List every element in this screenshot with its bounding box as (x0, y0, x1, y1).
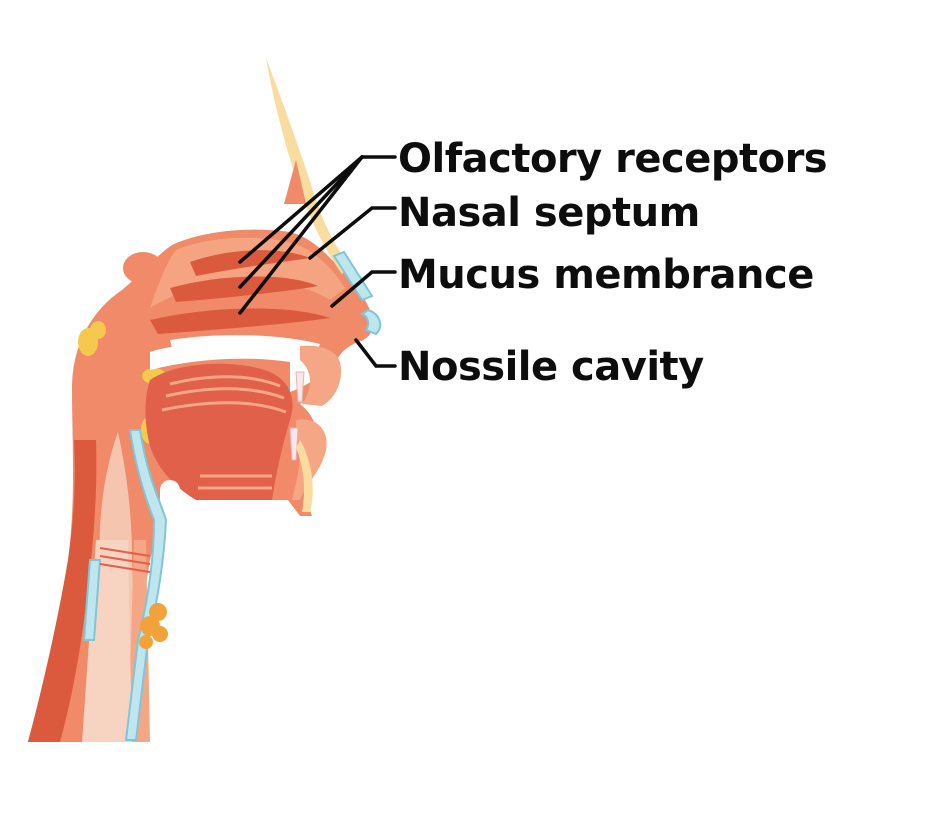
frontal-sinus-blob (123, 252, 163, 284)
thyroid-lobe-1 (149, 603, 167, 621)
tongue-body (145, 363, 293, 500)
olfactory-leader-3 (238, 155, 364, 315)
labels: Olfactory receptors Nasal septum Mucus m… (398, 136, 828, 390)
esophagus-ring-2 (99, 555, 151, 565)
lower-tooth (289, 427, 299, 461)
thyroid-gland (139, 603, 168, 649)
turbinate-lower (150, 308, 330, 334)
chin-bone (296, 440, 313, 512)
upper-lip (300, 345, 342, 406)
neck-shade (28, 440, 97, 742)
tongue-stripe-1 (169, 375, 281, 388)
tongue-stripe-2 (165, 387, 285, 400)
lower-lip (292, 419, 327, 500)
nossile-leader (354, 338, 397, 368)
thyroid-lobe-3 (152, 626, 168, 642)
nasal-bone-triangle (284, 160, 306, 204)
cartilage-upper (332, 250, 374, 302)
airway-blue-front (124, 429, 168, 741)
cartilage-tip (359, 308, 382, 336)
mouth-front (289, 345, 342, 512)
turbinate-middle (170, 276, 318, 302)
label-olfactory-receptors: Olfactory receptors (398, 136, 827, 182)
turbinate-upper (190, 250, 310, 276)
nasal-cartilage (332, 250, 382, 336)
mucus-leader (330, 270, 397, 308)
oral-cavity (150, 340, 329, 392)
nasal-bone (266, 58, 350, 274)
olfactory-leader-2 (238, 155, 364, 289)
upper-tooth (295, 371, 305, 403)
esophagus-ring-1 (99, 547, 151, 557)
airway-blue-back (82, 559, 102, 641)
label-mucus-membrance: Mucus membrance (398, 252, 814, 298)
hard-palate (170, 335, 320, 350)
label-nasal-septum: Nasal septum (398, 190, 700, 236)
leader-lines (238, 155, 397, 368)
label-nossile-cavity: Nossile cavity (398, 344, 704, 390)
septum-leader (308, 206, 397, 260)
epiglottis (160, 480, 180, 520)
thyroid-lobe-4 (139, 635, 153, 649)
esophagus-ring-3 (99, 563, 151, 573)
olfactory-leader-1 (238, 155, 364, 264)
tongue (145, 363, 293, 500)
fat-pad-back-head-2 (90, 321, 106, 339)
nasal-turbinates (150, 250, 330, 334)
pharynx-airway (82, 429, 168, 742)
tongue-stripe-3 (161, 401, 287, 414)
